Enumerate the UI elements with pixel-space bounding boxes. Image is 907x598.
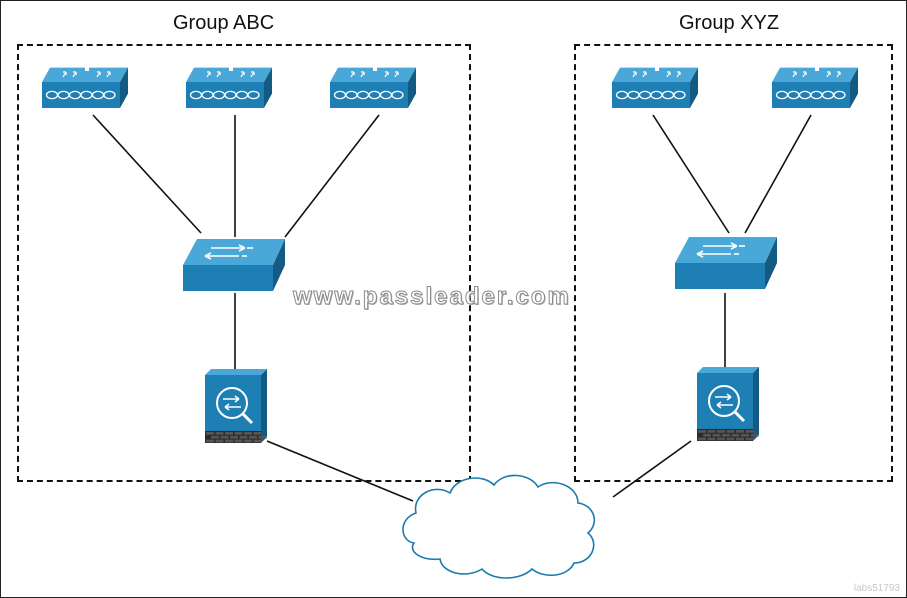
link-xyz-ap-2-to-xyz-switch xyxy=(744,114,812,234)
xyz-ap-1-access-point-icon xyxy=(612,56,698,108)
link-abc-ap-3-to-abc-switch xyxy=(284,114,380,238)
link-xyz-firewall-to-wan-cloud xyxy=(612,440,692,498)
link-xyz-ap-1-to-xyz-switch xyxy=(652,114,730,234)
nodes-layer xyxy=(42,56,858,579)
group-abc-title: Group ABC xyxy=(173,12,275,34)
link-abc-firewall-to-wan-cloud xyxy=(266,440,414,502)
wan-cloud-cloud-icon xyxy=(402,474,596,579)
abc-firewall-firewall-icon xyxy=(205,369,267,443)
xyz-switch-switch-icon xyxy=(675,237,777,289)
watermark-text: www.passleader.com xyxy=(293,283,571,311)
group-xyz-box xyxy=(574,44,893,482)
xyz-firewall-firewall-icon xyxy=(697,367,759,441)
abc-ap-3-access-point-icon xyxy=(330,56,416,108)
abc-ap-2-access-point-icon xyxy=(186,56,272,108)
image-id-label: labs51793 xyxy=(853,583,900,594)
group-abc-box xyxy=(17,44,471,482)
abc-switch-switch-icon xyxy=(183,239,285,291)
link-abc-ap-1-to-abc-switch xyxy=(92,114,202,234)
xyz-ap-2-access-point-icon xyxy=(772,56,858,108)
links-layer xyxy=(92,114,812,502)
group-xyz-title: Group XYZ xyxy=(679,12,780,34)
abc-ap-1-access-point-icon xyxy=(42,56,128,108)
